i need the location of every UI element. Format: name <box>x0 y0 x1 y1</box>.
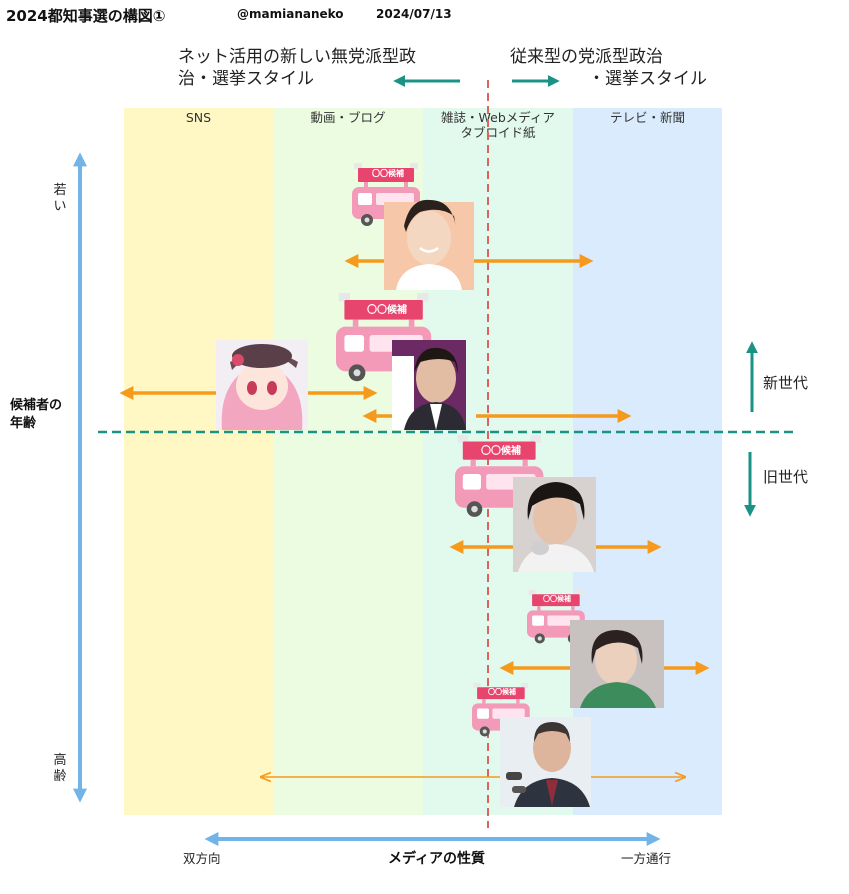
traditional-style-line1: 従来型の党派型政治 <box>510 47 663 67</box>
page-title: 2024都知事選の構図① <box>6 7 166 25</box>
y-axis-title-line2: 年齢 <box>10 416 37 431</box>
y-axis-title: 候補者の 年齢 <box>10 397 62 433</box>
y-axis-title-line1: 候補者の <box>10 398 63 413</box>
x-axis-right-label: 一方通行 <box>621 851 672 866</box>
x-axis-title: メディアの性質 <box>388 851 486 867</box>
young-label: 若 い <box>50 183 70 215</box>
campaign-car-1-sign: 〇〇候補 <box>372 169 404 178</box>
candidate-5-photo <box>580 630 656 708</box>
campaign-car-5-sign: 〇〇候補 <box>488 688 516 696</box>
campaign-car-2-sign: 〇〇候補 <box>367 305 407 316</box>
young-label-char2: い <box>53 199 67 214</box>
old-label-char2: 齢 <box>53 769 67 784</box>
column-label-magazine-line2: タブロイド紙 <box>460 125 536 140</box>
candidate-2-anime-avatar <box>221 344 303 430</box>
column-label-magazine-line1: 雑誌・Webメディア <box>441 110 555 125</box>
traditional-style-line2: ・選挙スタイル <box>588 69 707 89</box>
column-label-sns: SNS <box>124 110 273 125</box>
traditional-style-label: 従来型の党派型政治 ・選挙スタイル <box>510 46 707 90</box>
new-style-line2: 治・選挙スタイル <box>178 69 314 89</box>
candidate-6-photo <box>506 722 590 807</box>
old-label-char1: 高 <box>53 753 67 768</box>
column-label-video-blog-text: 動画・ブログ <box>310 110 386 125</box>
candidate-4-photo <box>518 482 594 572</box>
campaign-car-4-sign: 〇〇候補 <box>543 595 571 603</box>
author-handle: @mamiananeko <box>237 7 344 21</box>
new-generation-label: 新世代 <box>763 374 809 392</box>
band-sns <box>124 108 273 815</box>
column-label-tv-text: テレビ・新聞 <box>609 110 685 125</box>
campaign-car-3-sign: 〇〇候補 <box>481 446 521 457</box>
old-generation-label: 旧世代 <box>763 468 809 486</box>
column-label-tv-newspaper: テレビ・新聞 <box>573 110 722 125</box>
column-label-video-blog: 動画・ブログ <box>273 110 423 125</box>
new-style-label: ネット活用の新しい無党派型政 治・選挙スタイル <box>178 46 416 90</box>
old-label: 高 齢 <box>50 753 70 785</box>
publish-date: 2024/07/13 <box>376 7 452 21</box>
candidate-1-photo <box>396 199 462 290</box>
x-axis-left-label: 双方向 <box>183 851 221 866</box>
young-label-char1: 若 <box>53 183 67 198</box>
column-label-magazine: 雑誌・Webメディア タブロイド紙 <box>418 110 578 140</box>
candidate-3-photo <box>392 347 466 430</box>
new-style-line1: ネット活用の新しい無党派型政 <box>178 47 416 67</box>
column-label-sns-text: SNS <box>185 110 212 125</box>
